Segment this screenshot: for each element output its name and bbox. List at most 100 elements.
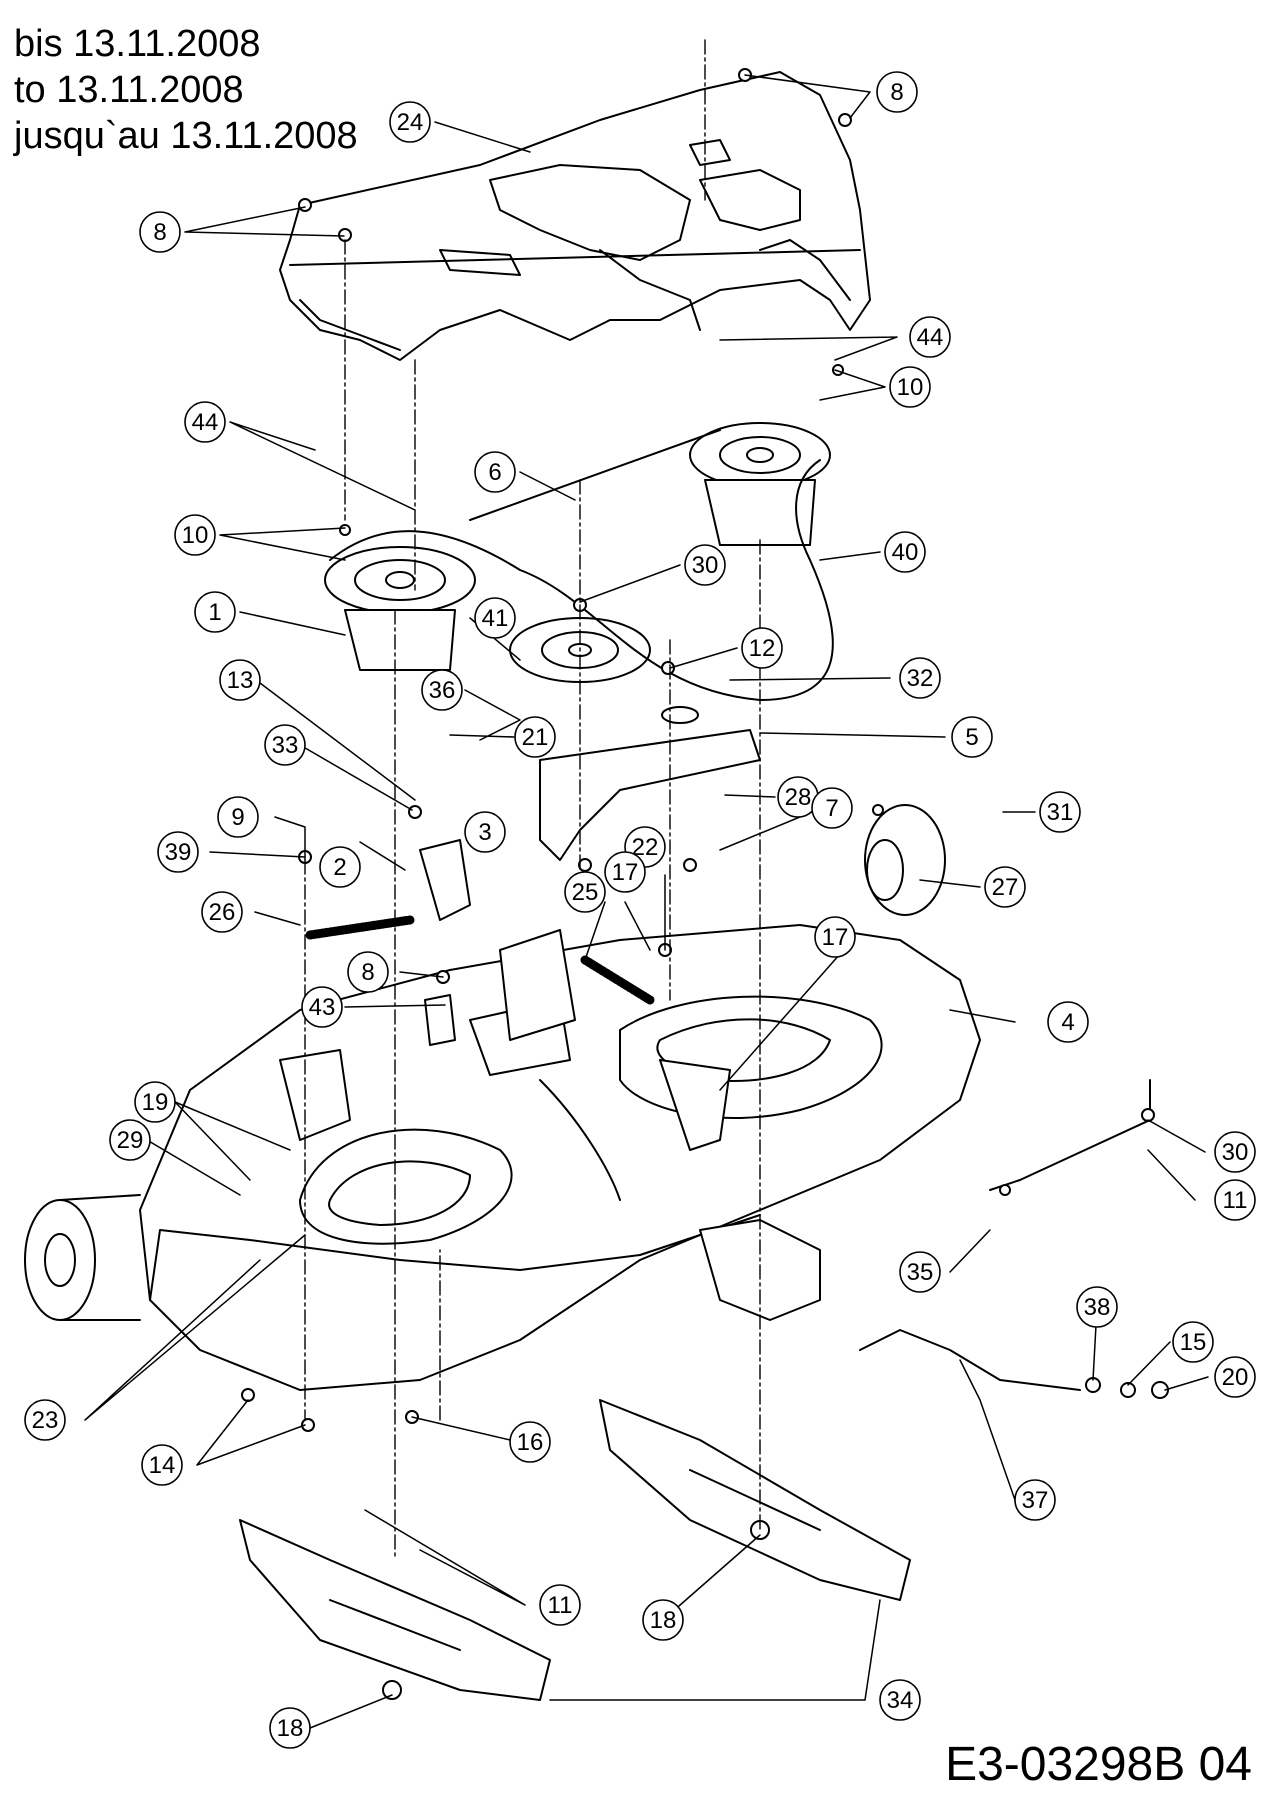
callout-c30b: 30	[1214, 1131, 1256, 1173]
callout-c10a: 10	[889, 366, 931, 408]
callout-label: 5	[965, 724, 978, 751]
callout-c38: 38	[1076, 1286, 1118, 1328]
callout-label: 29	[117, 1127, 144, 1154]
callout-label: 44	[192, 409, 219, 436]
callout-c43: 43	[301, 986, 343, 1028]
callout-c18a: 18	[642, 1599, 684, 1641]
callout-label: 33	[272, 732, 299, 759]
callout-label: 40	[892, 539, 919, 566]
fasteners	[241, 68, 1169, 1700]
blade-right	[599, 1399, 911, 1601]
callout-label: 17	[612, 859, 639, 886]
callout-label: 18	[650, 1607, 677, 1634]
callout-c44b: 44	[184, 401, 226, 443]
callout-label: 10	[182, 522, 209, 549]
callout-label: 15	[1180, 1329, 1207, 1356]
drawing-code: E3-03298B 04	[945, 1738, 1252, 1791]
callout-label: 43	[309, 994, 336, 1021]
callout-label: 11	[1223, 1187, 1248, 1214]
callout-label: 30	[692, 552, 719, 579]
callout-label: 19	[142, 1089, 169, 1116]
callout-label: 20	[1222, 1364, 1249, 1391]
callout-c4: 4	[1047, 1001, 1089, 1043]
callout-c39: 39	[157, 831, 199, 873]
callout-c3: 3	[464, 811, 506, 853]
callout-c25: 25	[564, 871, 606, 913]
callout-c35: 35	[899, 1251, 941, 1293]
callout-c19: 19	[134, 1081, 176, 1123]
left-spindle-pulley	[324, 546, 476, 671]
callout-c17b: 17	[814, 916, 856, 958]
callout-label: 41	[482, 605, 509, 632]
callout-label: 6	[488, 459, 501, 486]
idler-arm	[539, 706, 761, 861]
callout-label: 37	[1022, 1487, 1049, 1514]
spring-brackets	[419, 839, 576, 1046]
callout-label: 8	[153, 219, 166, 246]
callout-c11a: 11	[1214, 1179, 1256, 1221]
drive-belt	[329, 429, 834, 701]
callout-label: 21	[522, 724, 549, 751]
callout-label: 28	[785, 784, 812, 811]
callout-label: 9	[231, 804, 244, 831]
validity-note-en: to 13.11.2008	[14, 69, 244, 111]
callout-c33: 33	[264, 724, 306, 766]
callout-c24: 24	[389, 101, 431, 143]
callout-c21: 21	[514, 716, 556, 758]
callout-label: 18	[277, 1715, 304, 1742]
callout-c44a: 44	[909, 316, 951, 358]
callout-c23: 23	[24, 1399, 66, 1441]
callout-label: 12	[749, 635, 776, 662]
callout-c32: 32	[899, 657, 941, 699]
callout-c11b: 11	[539, 1584, 581, 1626]
callout-c15: 15	[1172, 1321, 1214, 1363]
deck-cover	[279, 71, 871, 361]
callout-c2: 2	[319, 846, 361, 888]
callout-label: 1	[208, 599, 221, 626]
callout-label: 14	[149, 1452, 176, 1479]
adjusting-rod-37	[859, 1329, 1081, 1391]
callout-label: 39	[165, 839, 192, 866]
callout-c5: 5	[951, 716, 993, 758]
callout-c27: 27	[984, 866, 1026, 908]
callout-c17a: 17	[604, 851, 646, 893]
mower-deck-housing	[24, 924, 981, 1391]
blade-left	[239, 1519, 551, 1701]
callout-label: 8	[890, 79, 903, 106]
callout-c37: 37	[1014, 1479, 1056, 1521]
callout-label: 17	[822, 924, 849, 951]
callout-c10b: 10	[174, 514, 216, 556]
callout-c12: 12	[741, 627, 783, 669]
callout-label: 30	[1222, 1139, 1249, 1166]
callout-label: 23	[32, 1407, 59, 1434]
callout-label: 44	[917, 324, 944, 351]
callout-c40: 40	[884, 531, 926, 573]
callout-label: 26	[209, 899, 236, 926]
callout-label: 2	[333, 854, 346, 881]
callout-label: 13	[227, 667, 254, 694]
callout-c31: 31	[1039, 791, 1081, 833]
callout-label: 4	[1061, 1009, 1074, 1036]
callout-c8b: 8	[139, 211, 181, 253]
center-lines	[304, 39, 761, 1561]
callout-c16: 16	[509, 1421, 551, 1463]
callout-c36: 36	[421, 669, 463, 711]
callout-label: 27	[992, 874, 1019, 901]
callout-c13: 13	[219, 659, 261, 701]
callout-label: 3	[478, 819, 491, 846]
callout-c26: 26	[201, 891, 243, 933]
leader-lines	[84, 74, 1209, 1729]
callout-label: 11	[548, 1592, 573, 1619]
callout-c20: 20	[1214, 1356, 1256, 1398]
validity-note-de: bis 13.11.2008	[14, 23, 261, 65]
callout-label: 24	[397, 109, 424, 136]
tension-springs	[305, 915, 655, 1005]
callout-c8c: 8	[347, 951, 389, 993]
callout-c9: 9	[217, 796, 259, 838]
callout-label: 32	[907, 665, 934, 692]
callout-label: 31	[1047, 799, 1074, 826]
right-spindle-pulley	[689, 422, 831, 546]
callout-label: 7	[825, 795, 838, 822]
